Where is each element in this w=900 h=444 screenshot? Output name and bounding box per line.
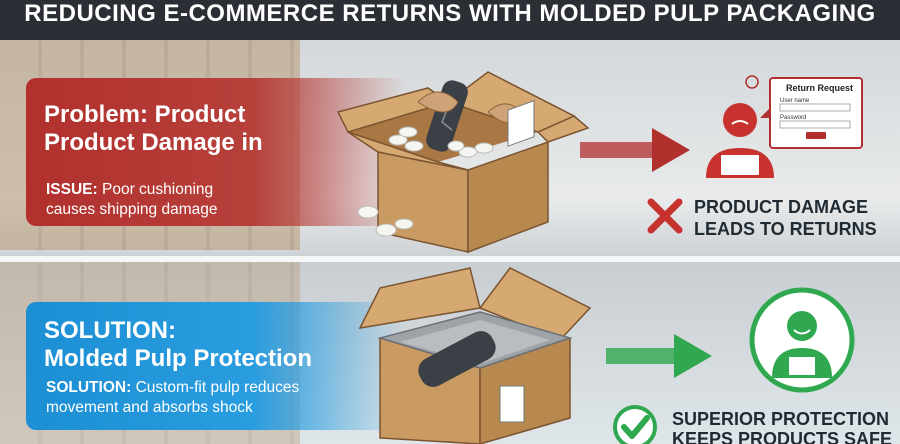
return-form-submit-button	[806, 132, 826, 139]
solution-result-line2: KEEPS PRODUCTS SAFE	[672, 429, 893, 444]
solution-result-line1: SUPERIOR PROTECTION	[672, 409, 890, 429]
return-form-title: Return Request	[786, 83, 853, 93]
frustrated-customer-icon	[706, 103, 774, 178]
damaged-box-illustration	[336, 71, 590, 254]
issue-label: ISSUE:	[46, 181, 98, 198]
problem-issue-line1: ISSUE: Poor cushioning	[46, 180, 213, 200]
return-form-user-field	[779, 103, 851, 112]
problem-result-line1: PRODUCT DAMAGE	[694, 197, 868, 217]
problem-heading-line1: Problem: Product	[44, 101, 246, 128]
solution-heading-line2: Molded Pulp Protection	[44, 345, 312, 372]
check-mark-icon	[613, 405, 657, 444]
return-form-password-label: Password	[780, 115, 806, 121]
x-mark-icon	[647, 198, 683, 234]
issue-text-line1: Poor cushioning	[102, 181, 214, 198]
return-form-password-field	[779, 120, 851, 129]
solution-text-line1-value: Custom-fit pulp reduces	[135, 379, 300, 396]
return-request-form: Return Request User name Password	[745, 75, 863, 149]
solution-panel	[26, 302, 406, 430]
solution-label: SOLUTION:	[46, 379, 132, 396]
issue-text-line2: causes shipping damage	[46, 201, 218, 218]
solution-heading-line1: SOLUTION:	[44, 317, 176, 344]
title-bar	[0, 0, 900, 40]
solution-text-line2: movement and absorbs shock	[46, 399, 253, 416]
molded-pulp-box-illustration	[358, 267, 592, 444]
solution-arrow-icon	[606, 334, 712, 378]
problem-panel	[26, 78, 406, 226]
problem-arrow-icon	[580, 128, 690, 172]
section-divider	[0, 256, 900, 262]
happy-customer-icon	[749, 287, 855, 393]
return-form-user-label: User name	[780, 98, 810, 104]
solution-text-line1: SOLUTION: Custom-fit pulp reduces	[46, 378, 299, 398]
problem-result-line2: LEADS TO RETURNS	[694, 219, 877, 239]
problem-heading-line2: Product Damage in	[44, 129, 263, 156]
page-title: REDUCING E-COMMERCE RETURNS WITH MOLDED …	[24, 0, 876, 27]
